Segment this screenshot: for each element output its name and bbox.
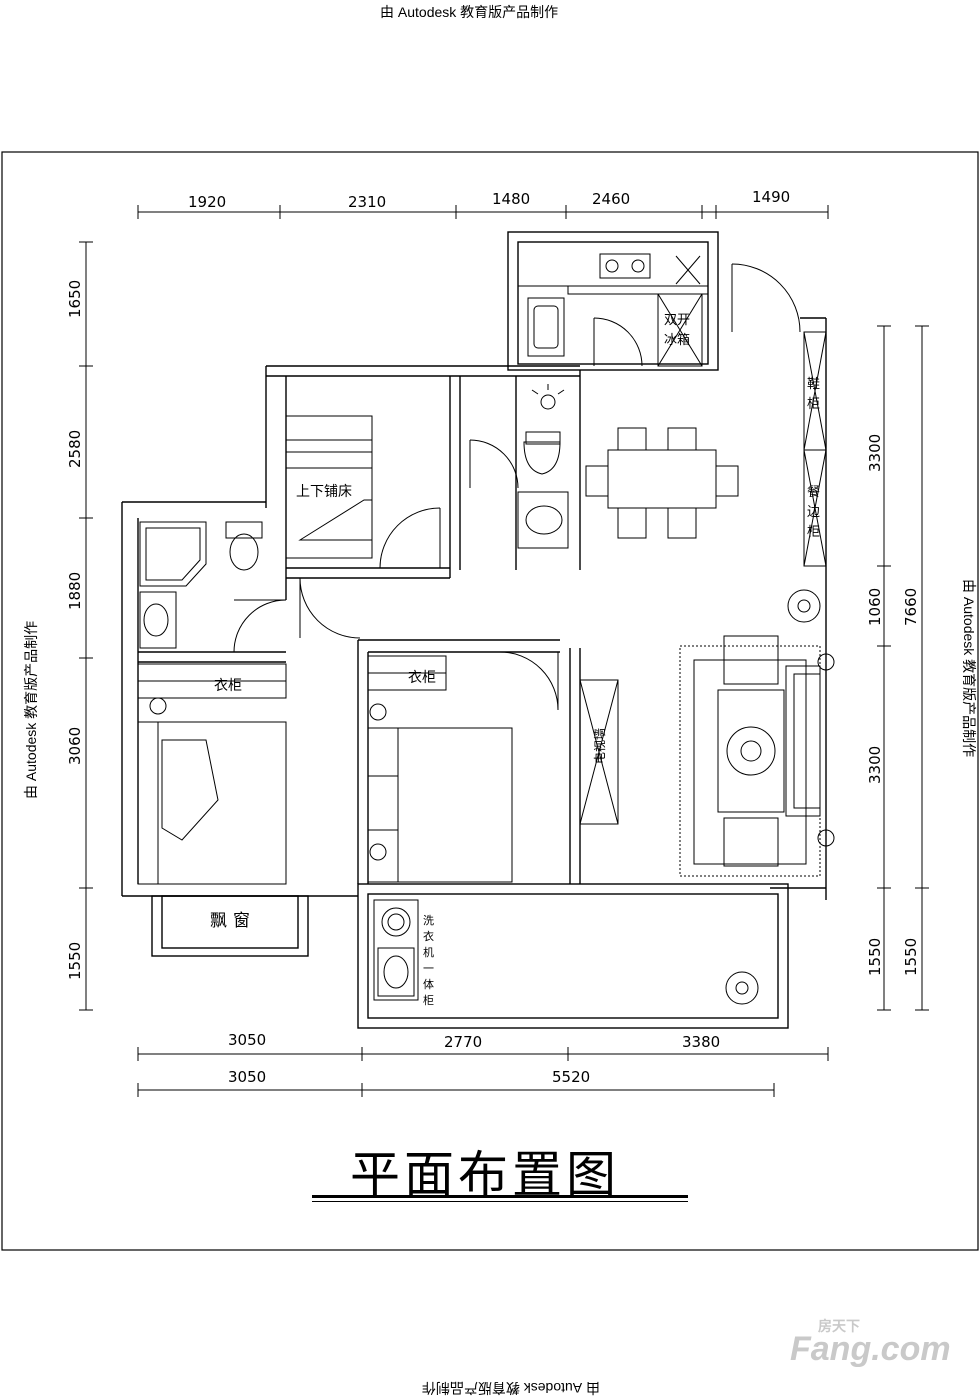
dim-left-4: 3060 (66, 727, 84, 765)
label-wardrobe-right: 衣柜 (408, 670, 436, 686)
dim-bottom-1c: 3380 (682, 1033, 720, 1051)
bunk-bed (285, 415, 373, 559)
drawing-title: 平面布置图 (350, 1146, 620, 1204)
door-swings (233, 263, 801, 711)
kitchen-fixtures (517, 241, 709, 367)
dim-bottom-2a: 3050 (228, 1068, 266, 1086)
label-fridge-1: 双开 (664, 313, 690, 328)
sheet-frame (1, 151, 979, 1251)
wardrobes (137, 655, 447, 699)
label-washer-1: 洗 (423, 914, 434, 927)
label-washer-4: 一 (423, 962, 434, 975)
label-sideboard-2: 边 (807, 505, 820, 520)
label-bunk-bed: 上下铺床 (296, 484, 352, 500)
room-labels: 上下铺床 衣柜 衣柜 飘窗 双开 冰箱 鞋 柜 餐 边 柜 电视墙 洗 衣 机 … (210, 313, 820, 1007)
dim-bottom-1b: 2770 (444, 1033, 482, 1051)
dim-right-2: 1060 (866, 588, 884, 626)
walls (121, 231, 827, 1029)
dim-right-5: 7660 (902, 588, 920, 626)
label-fridge-2: 冰箱 (664, 332, 690, 348)
title-underline-thin (312, 1201, 688, 1202)
label-wardrobe-left: 衣柜 (214, 678, 242, 694)
title-underline-thick (312, 1195, 688, 1198)
label-shoe-cabinet-2: 柜 (807, 397, 820, 412)
label-shoe-cabinet-1: 鞋 (807, 376, 820, 392)
left-bath-fixtures (139, 521, 263, 649)
dimension-labels: 1920 2310 1480 2460 1490 3050 2770 3380 … (66, 188, 920, 1086)
label-sideboard-3: 柜 (807, 525, 820, 540)
master-bed (137, 697, 287, 885)
dim-top-2: 2310 (348, 193, 386, 211)
dim-bottom-2b: 5520 (552, 1068, 590, 1086)
label-tv-wall: 电视墙 (592, 728, 607, 764)
center-bath-fixtures (517, 384, 569, 549)
dining-set (585, 331, 827, 623)
dim-bottom-1a: 3050 (228, 1031, 266, 1049)
watermark-top: 由 Autodesk 教育版产品制作 (380, 4, 559, 20)
dim-left-2: 2580 (66, 430, 84, 468)
fang-logo: 房天下 Fang.com (790, 1318, 951, 1369)
dim-left-5: 1550 (66, 942, 84, 980)
second-bed (367, 703, 513, 883)
dim-left-3: 1880 (66, 572, 84, 610)
dim-top-1: 1920 (188, 193, 226, 211)
logo-main-text: Fang.com (790, 1330, 951, 1368)
living-set (579, 635, 835, 877)
logo-sub-text: 房天下 (818, 1318, 860, 1334)
dim-left-1: 1650 (66, 280, 84, 318)
label-sideboard-1: 餐 (807, 484, 820, 500)
label-bay-window: 飘窗 (210, 911, 256, 931)
balcony-fixtures (373, 899, 759, 1005)
label-washer-6: 柜 (423, 994, 434, 1007)
label-washer-5: 体 (423, 977, 434, 991)
dim-top-4: 2460 (592, 190, 630, 208)
dimension-lines (79, 205, 929, 1097)
label-washer-3: 机 (423, 945, 434, 959)
dim-right-4: 1550 (866, 938, 884, 976)
dim-right-1: 3300 (866, 434, 884, 472)
label-washer-2: 衣 (423, 929, 434, 943)
dim-right-6: 1550 (902, 938, 920, 976)
dim-right-3: 3300 (866, 746, 884, 784)
dim-top-3: 1480 (492, 190, 530, 208)
dim-top-5: 1490 (752, 188, 790, 206)
